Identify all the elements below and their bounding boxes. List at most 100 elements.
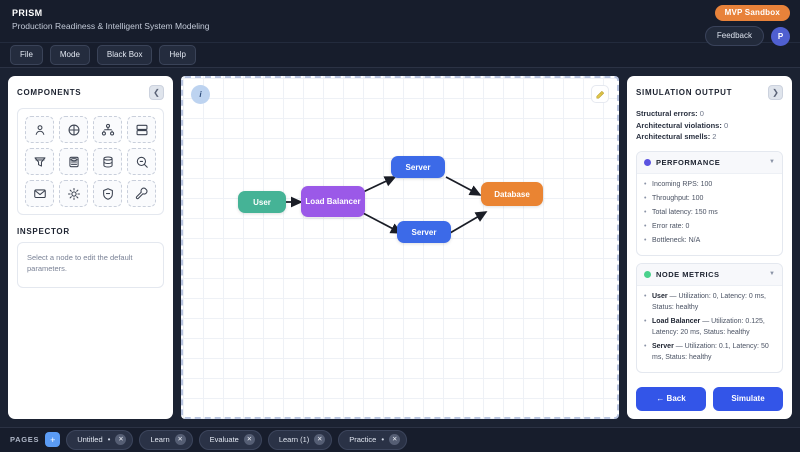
node-metric-detail: — Utilization: 0.125, Latency: 20 ms, St…: [652, 317, 765, 336]
node-metric-name: User: [652, 292, 668, 300]
info-icon[interactable]: i: [191, 85, 210, 105]
section-performance-body: Incoming RPS: 100 Throughput: 100 Total …: [637, 174, 782, 255]
chevron-left-icon[interactable]: ❮: [149, 85, 164, 101]
summary-structural-errors: Structural errors: 0: [636, 108, 783, 120]
close-icon[interactable]: ✕: [389, 433, 401, 445]
component-palette: [17, 108, 164, 216]
node-metric-name: Server: [652, 342, 674, 350]
simulation-output-header: SIMULATION OUTPUT ❯: [636, 85, 783, 101]
component-search-index-icon[interactable]: [127, 148, 156, 176]
summary-label: Architectural violations:: [636, 120, 722, 130]
summary-value: 2: [712, 132, 717, 142]
menu-item-help[interactable]: Help: [159, 45, 196, 66]
section-performance-title: PERFORMANCE: [656, 157, 721, 167]
components-title: COMPONENTS: [17, 88, 82, 98]
panel-footer-buttons: ← Back Simulate: [636, 379, 783, 419]
component-message-queue-icon[interactable]: [25, 180, 54, 208]
section-node-metrics-header[interactable]: NODE METRICS ▼: [637, 263, 782, 286]
node-server-top[interactable]: Server: [391, 156, 445, 179]
component-database-icon[interactable]: [59, 148, 88, 176]
metric-bottleneck: Bottleneck: N/A: [644, 235, 775, 246]
highlighter-icon[interactable]: [591, 85, 609, 104]
inspector-title: INSPECTOR: [17, 227, 70, 237]
status-dot-icon: [644, 158, 651, 166]
edge-layer: [248, 176, 488, 235]
component-server-rack-icon[interactable]: [127, 116, 156, 144]
metric-throughput: Throughput: 100: [644, 193, 775, 204]
section-node-metrics-body: User — Utilization: 0, Latency: 0 ms, St…: [637, 286, 782, 372]
page-tab-learn-1[interactable]: Learn (1) ✕: [267, 429, 333, 450]
close-icon[interactable]: ✕: [243, 433, 255, 445]
simulation-output-panel: SIMULATION OUTPUT ❯ Structural errors: 0…: [627, 76, 792, 419]
node-user[interactable]: User: [238, 191, 286, 214]
node-metric-detail: — Utilization: 0.1, Latency: 50 ms, Stat…: [652, 342, 769, 361]
section-node-metrics: NODE METRICS ▼ User — Utilization: 0, La…: [636, 262, 783, 373]
close-icon[interactable]: ✕: [314, 433, 326, 445]
section-performance: PERFORMANCE ▼ Incoming RPS: 100 Throughp…: [636, 150, 783, 256]
chevron-down-icon[interactable]: ▼: [769, 159, 775, 166]
page-tab-label: Untitled: [77, 434, 103, 444]
component-worker-wrench-icon[interactable]: [127, 180, 156, 208]
summary-value: 0: [723, 120, 729, 130]
unsaved-dot-icon: •: [107, 434, 111, 444]
simulate-button[interactable]: Simulate: [713, 386, 783, 411]
node-metric-detail: — Utilization: 0, Latency: 0 ms, Status:…: [652, 292, 767, 311]
output-scroll-area[interactable]: PERFORMANCE ▼ Incoming RPS: 100 Throughp…: [636, 150, 783, 380]
section-performance-header[interactable]: PERFORMANCE ▼: [637, 151, 782, 174]
node-database[interactable]: Database: [481, 182, 543, 207]
menu-bar: File Mode Black Box Help: [0, 43, 800, 69]
page-tab-label: Evaluate: [209, 434, 239, 444]
summary-architectural-violations: Architectural violations: 0: [636, 120, 783, 132]
section-node-metrics-title: NODE METRICS: [656, 269, 720, 279]
component-load-balancer-icon[interactable]: [93, 116, 122, 144]
inspector-placeholder: Select a node to edit the default parame…: [17, 242, 164, 289]
summary-value: 0: [699, 109, 704, 119]
chevron-down-icon[interactable]: ▼: [769, 271, 775, 278]
metric-total-latency: Total latency: 150 ms: [644, 207, 775, 218]
top-bar: PRISM Production Readiness & Intelligent…: [0, 0, 800, 46]
node-metric-server: Server — Utilization: 0.1, Latency: 50 m…: [644, 341, 775, 363]
summary-architectural-smells: Architectural smells: 2: [636, 131, 783, 143]
mvp-sandbox-badge: MVP Sandbox: [714, 5, 790, 21]
page-tab-learn[interactable]: Learn ✕: [139, 429, 193, 450]
node-metric-user: User — Utilization: 0, Latency: 0 ms, St…: [644, 291, 775, 313]
top-right-group: MVP Sandbox Feedback P: [704, 5, 790, 46]
main-body: COMPONENTS ❮: [0, 68, 800, 427]
menu-item-file[interactable]: File: [10, 45, 43, 66]
close-icon[interactable]: ✕: [174, 433, 186, 445]
brand-block: PRISM Production Readiness & Intelligent…: [12, 7, 210, 33]
top-actions: Feedback P: [704, 26, 790, 46]
menu-item-black-box[interactable]: Black Box: [96, 45, 153, 66]
metric-error-rate: Error rate: 0: [644, 221, 775, 232]
node-metric-name: Load Balancer: [652, 317, 701, 325]
diagram-canvas[interactable]: i: [181, 76, 619, 419]
summary-label: Architectural smells:: [636, 132, 711, 142]
feedback-button[interactable]: Feedback: [704, 26, 764, 46]
component-gateway-globe-icon[interactable]: [59, 116, 88, 144]
node-load-balancer[interactable]: Load Balancer: [301, 186, 365, 218]
page-tab-practice[interactable]: Practice • ✕: [338, 429, 408, 450]
status-dot-icon: [644, 270, 651, 278]
components-panel-header: COMPONENTS ❮: [17, 85, 164, 101]
component-cache-funnel-icon[interactable]: [25, 148, 54, 176]
node-server-bottom[interactable]: Server: [397, 221, 451, 244]
page-tab-untitled[interactable]: Untitled • ✕: [66, 429, 134, 450]
component-monitoring-sun-icon[interactable]: [59, 180, 88, 208]
menu-item-mode[interactable]: Mode: [49, 45, 90, 66]
pages-label: PAGES: [10, 435, 40, 445]
back-button[interactable]: ← Back: [636, 386, 706, 411]
add-page-button[interactable]: +: [45, 432, 61, 448]
summary-block: Structural errors: 0 Architectural viola…: [636, 108, 783, 143]
close-icon[interactable]: ✕: [115, 433, 127, 445]
chevron-right-icon[interactable]: ❯: [768, 85, 783, 101]
components-panel: COMPONENTS ❮: [8, 76, 173, 419]
page-tab-label: Learn (1): [278, 434, 310, 444]
simulation-output-title: SIMULATION OUTPUT: [636, 88, 733, 98]
component-security-shield-icon[interactable]: [93, 180, 122, 208]
unsaved-dot-icon: •: [381, 434, 385, 444]
avatar[interactable]: P: [771, 26, 790, 46]
component-user-icon[interactable]: [25, 116, 54, 144]
component-database-replica-icon[interactable]: [93, 148, 122, 176]
page-tab-evaluate[interactable]: Evaluate ✕: [198, 429, 262, 450]
